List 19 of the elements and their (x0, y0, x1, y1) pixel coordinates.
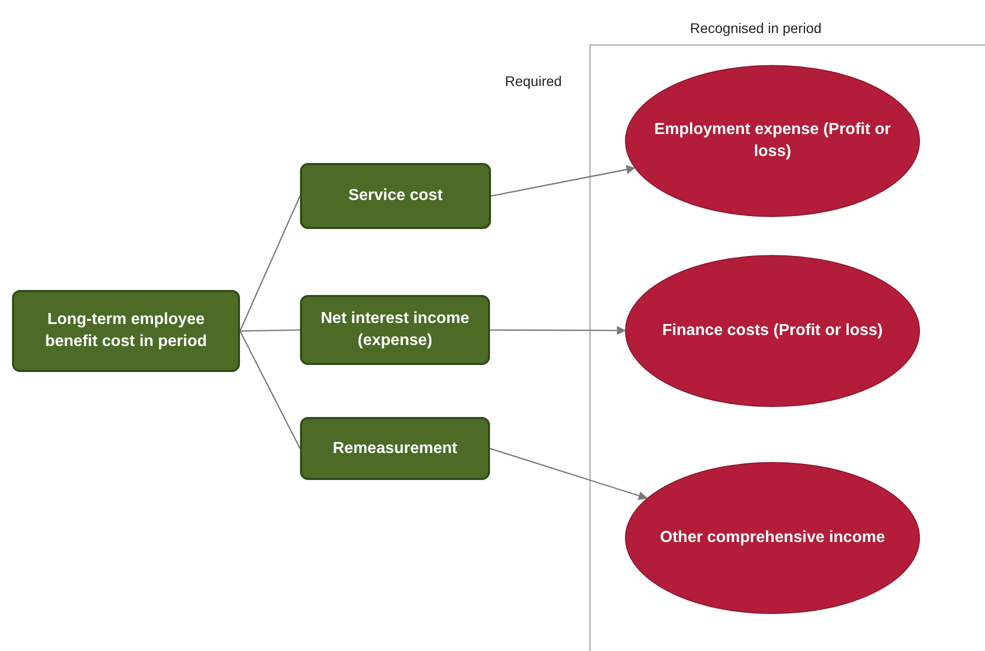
node-label: Remeasurement (332, 438, 458, 459)
node-label: Other comprehensive income (660, 528, 885, 548)
connector-line (239, 330, 301, 449)
node-label: Finance costs (Profit or loss) (662, 321, 883, 342)
connector-line (239, 196, 301, 332)
arrow (490, 448, 648, 500)
node-label: Service cost (348, 186, 443, 206)
arrow (490, 165, 636, 197)
arrow (490, 326, 626, 335)
node-label: Net interest income (expense) (320, 309, 470, 351)
process-box (300, 417, 490, 480)
node-label: Long-term employee benefit cost in period (44, 310, 208, 352)
process-box (300, 163, 491, 229)
column-heading: Required (505, 72, 562, 91)
node-label: Employment expense (Profit or loss) (653, 120, 892, 162)
connector-line (240, 329, 300, 332)
process-box (12, 290, 240, 372)
process-box (300, 295, 490, 365)
column-heading: Recognised in period (690, 19, 822, 38)
